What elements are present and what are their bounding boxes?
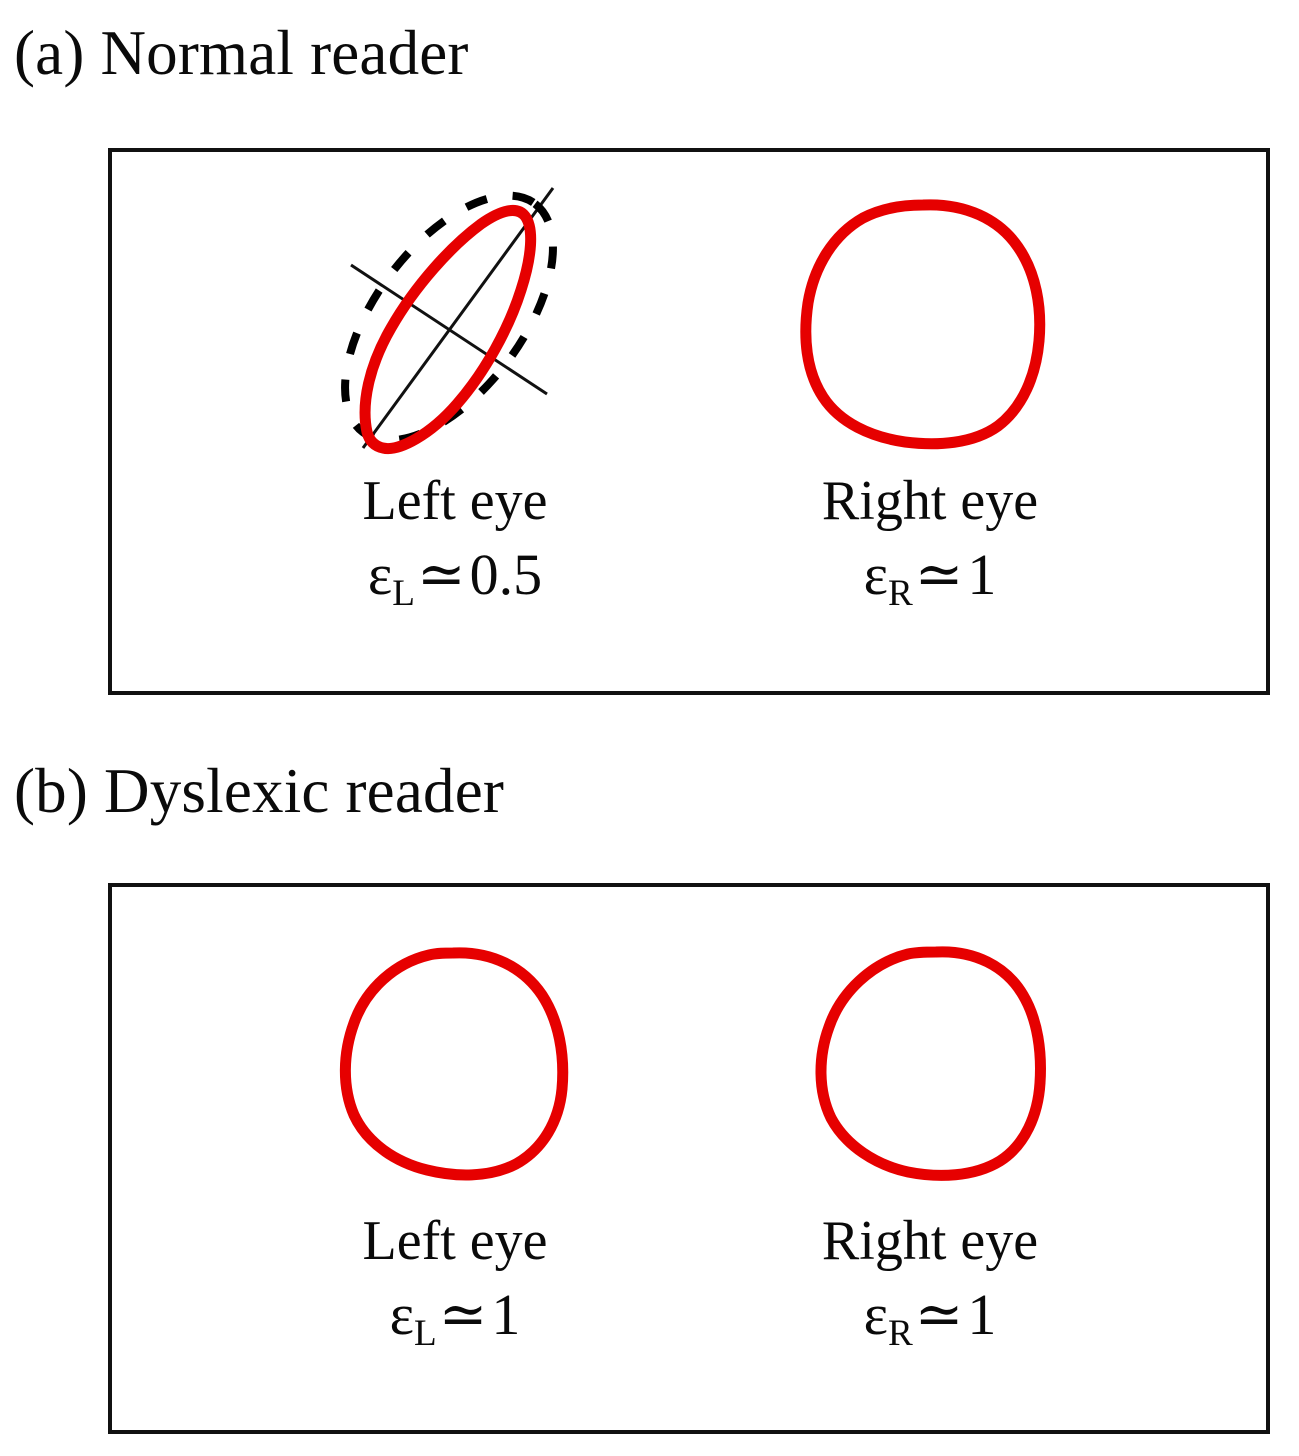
epsilon-subscript: R: [887, 1312, 913, 1354]
eye-name-text: Left eye: [362, 1210, 548, 1272]
eye-formula: εR≃1: [730, 541, 1130, 612]
eye-shape-circle-irregular: [339, 947, 569, 1181]
eye-diagram-dyslexic-left: [335, 945, 575, 1181]
eye-label-dyslexic-left: Left eye εL≃1: [255, 1210, 655, 1352]
eye-name-text: Right eye: [821, 470, 1039, 532]
epsilon-symbol: ε: [863, 541, 888, 607]
panel-b-box: [108, 883, 1270, 1434]
epsilon-value: 1: [967, 541, 997, 607]
minor-axis-line: [350, 263, 548, 396]
panel-b-caption: (b) Dyslexic reader: [14, 756, 505, 826]
approx-equal-symbol: ≃: [438, 1281, 488, 1347]
measured-outline-red: [359, 204, 537, 455]
eye-diagram-dyslexic-right: [810, 945, 1055, 1181]
epsilon-symbol: ε: [389, 1281, 415, 1347]
approx-equal-symbol: ≃: [914, 1281, 964, 1347]
approx-equal-symbol: ≃: [416, 541, 466, 607]
measured-outline-red: [339, 947, 569, 1181]
epsilon-symbol: ε: [367, 541, 393, 607]
eye-label-dyslexic-right: Right eye εR≃1: [730, 1210, 1130, 1352]
epsilon-subscript: L: [392, 572, 415, 614]
fitted-ellipse-dashed: [341, 191, 557, 445]
epsilon-value: 0.5: [469, 541, 543, 607]
eye-name-text: Left eye: [362, 470, 548, 532]
epsilon-subscript: R: [887, 572, 913, 614]
panel-a-box: [108, 148, 1270, 695]
epsilon-subscript: L: [414, 1312, 437, 1354]
eye-label-normal-left: Left eye εL≃0.5: [255, 470, 655, 612]
approx-equal-symbol: ≃: [914, 541, 964, 607]
panel-a-caption: (a) Normal reader: [14, 18, 469, 88]
major-axis-line: [361, 187, 555, 449]
eye-name-text: Right eye: [821, 1210, 1039, 1272]
eye-diagram-normal-right: [795, 195, 1055, 450]
eye-formula: εR≃1: [730, 1281, 1130, 1352]
measured-outline-red: [800, 199, 1046, 450]
fitted-ellipse-group: [341, 191, 557, 445]
eye-label-normal-right: Right eye εR≃1: [730, 470, 1130, 612]
eye-shape-circle-irregular: [815, 946, 1046, 1181]
eye-diagram-normal-left: [325, 160, 595, 460]
eye-formula: εL≃1: [255, 1281, 655, 1352]
epsilon-symbol: ε: [863, 1281, 888, 1347]
epsilon-value: 1: [491, 1281, 521, 1347]
eye-formula: εL≃0.5: [255, 541, 655, 612]
eye-shape-ellipse-tilted: [341, 187, 557, 455]
epsilon-value: 1: [967, 1281, 997, 1347]
measured-outline-red: [815, 946, 1046, 1181]
eye-shape-circle-irregular: [800, 199, 1046, 450]
